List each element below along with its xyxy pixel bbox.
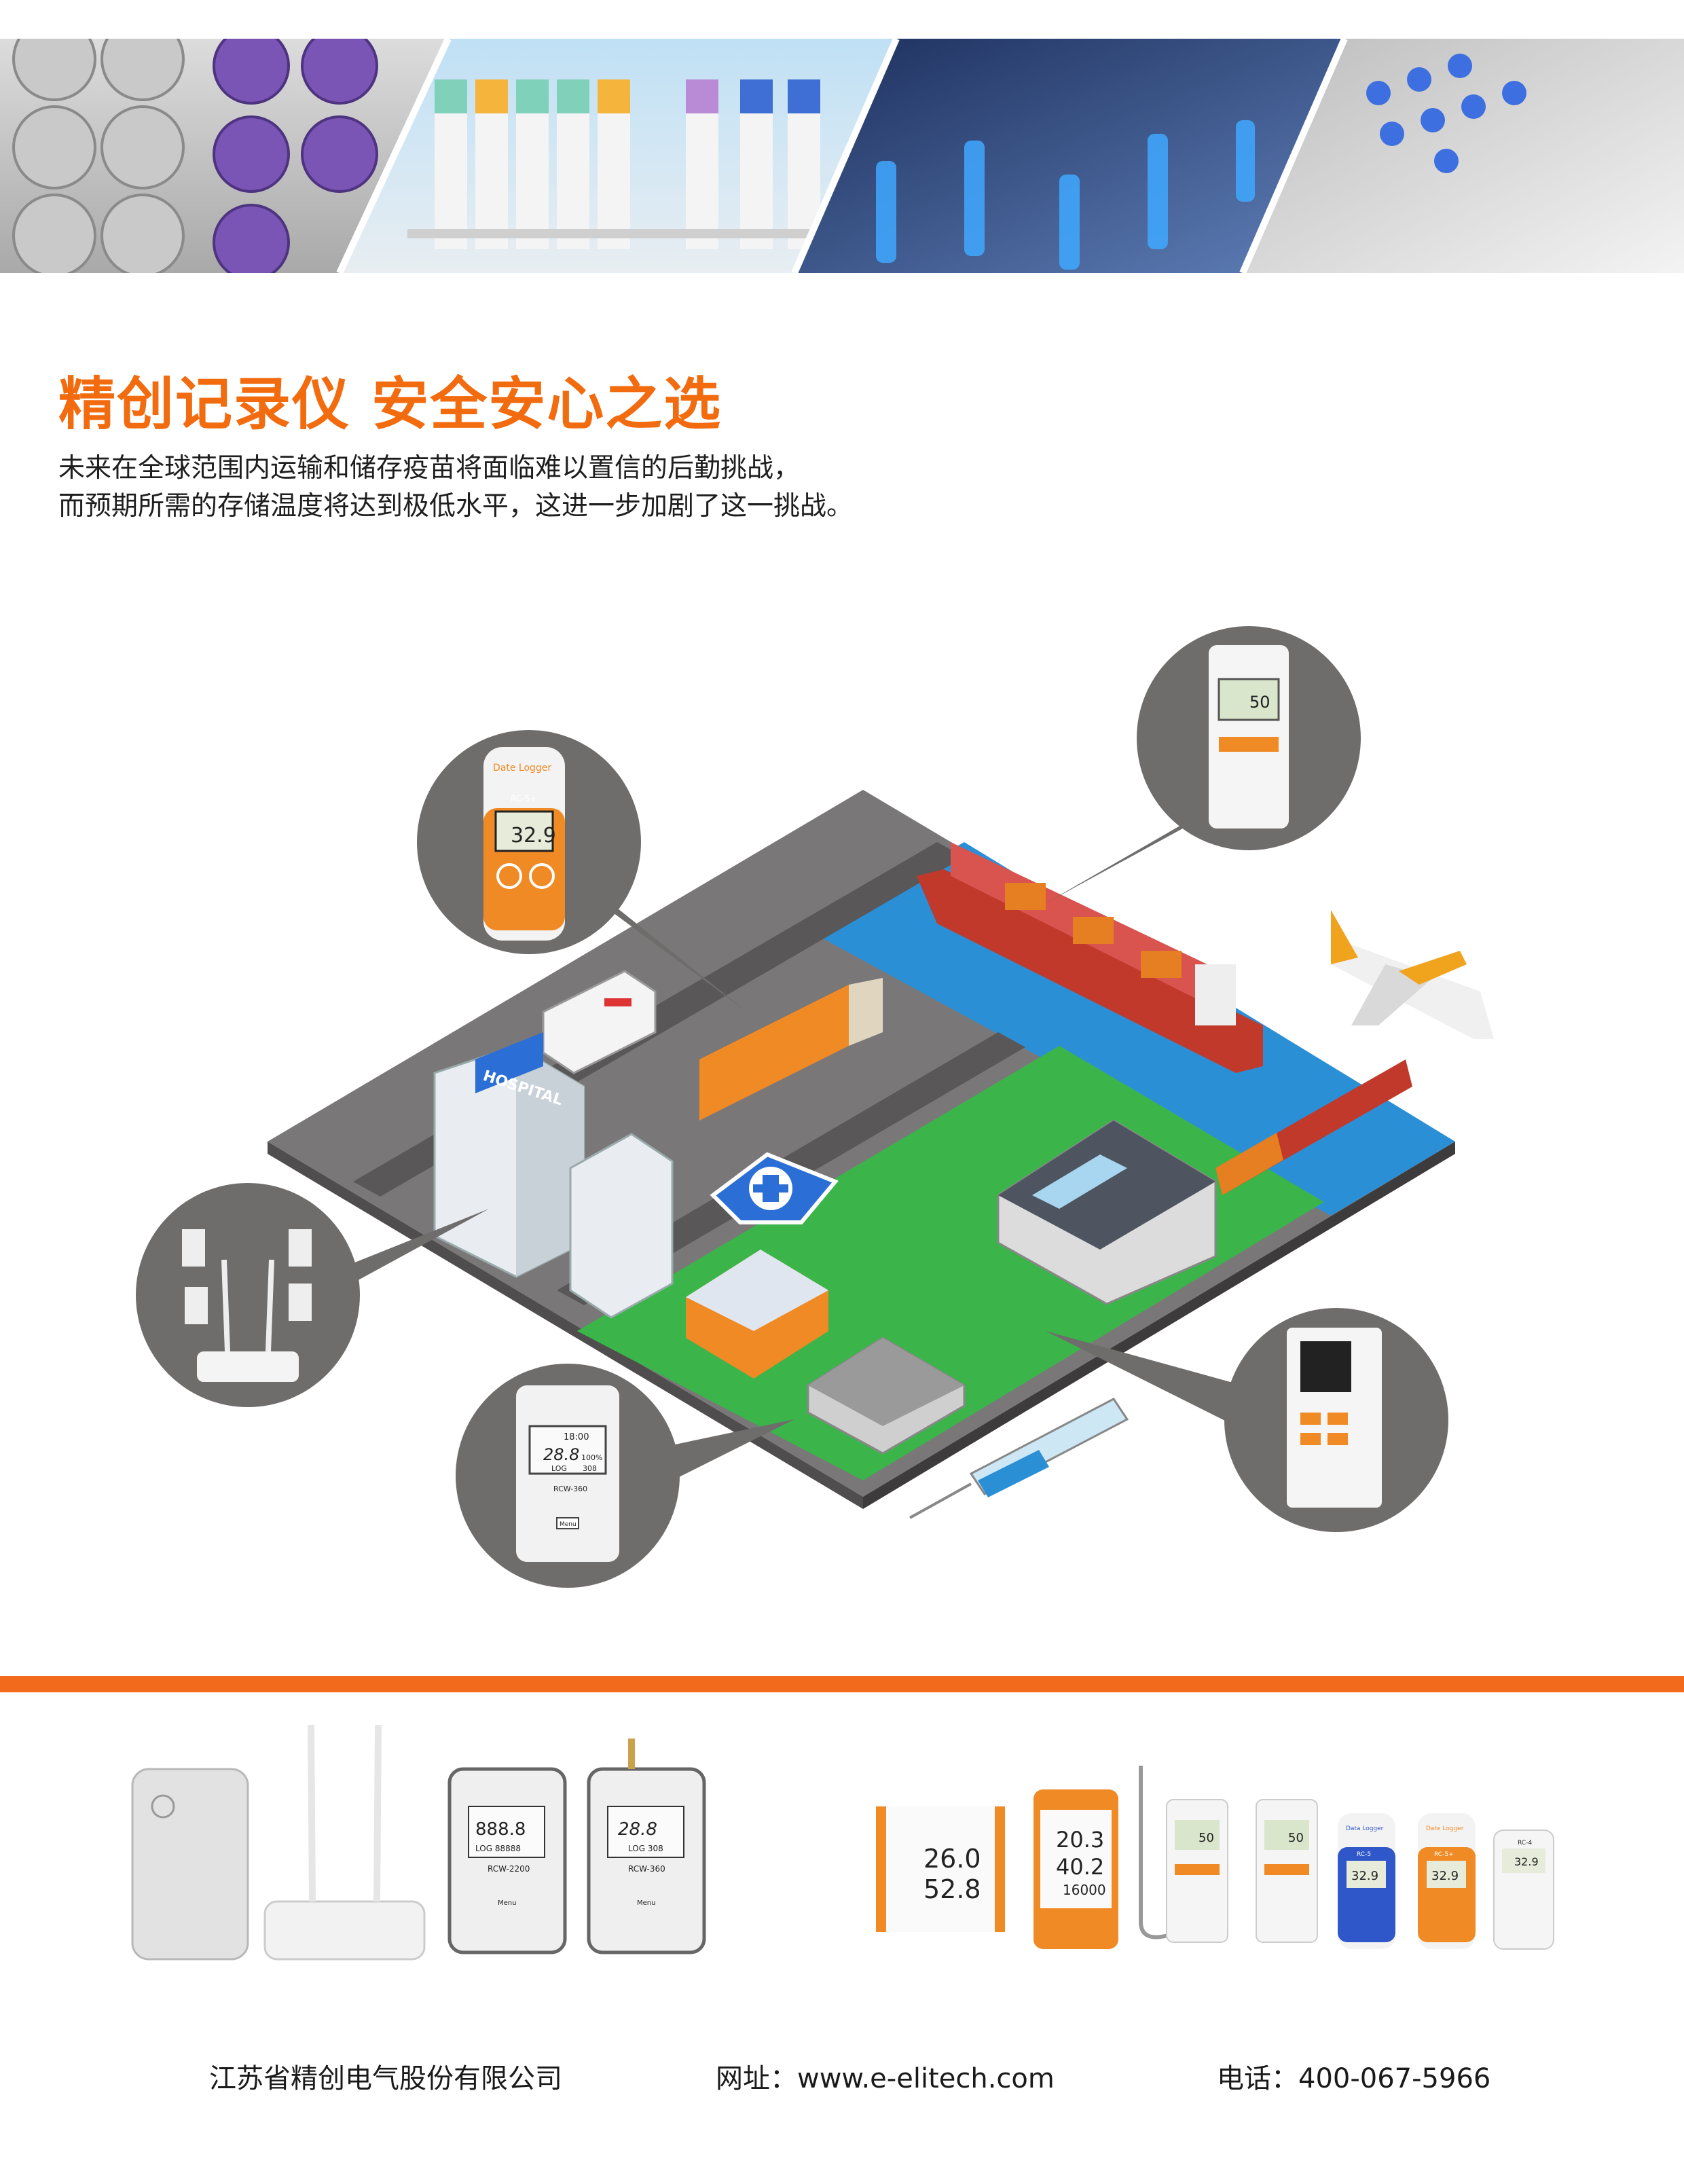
hero-photo-banner [0,39,1684,273]
product-big-display: 26.0 52.8 [876,1806,1005,1932]
syringe [909,1398,1129,1519]
svg-text:LOG: LOG [551,1464,567,1473]
svg-text:LOG 308: LOG 308 [628,1844,663,1853]
product-lineup: 888.8 LOG 88888 RCW-2200 Menu 28.8 LOG 3… [0,1698,1684,2010]
lcd-reading: 32.9 [511,824,556,848]
warehouse [997,1119,1217,1305]
product-rc5: Data Logger RC-5 32.9 [1338,1813,1395,1949]
svg-text:LOG 88888: LOG 88888 [475,1844,521,1853]
medical-shield-icon [710,1152,839,1224]
svg-text:20.3: 20.3 [1056,1827,1104,1853]
product-rc4: RC-4 32.9 [1493,1830,1554,1950]
truck [699,978,883,1121]
svg-text:RC-5+: RC-5+ [511,794,536,803]
svg-text:28.8: 28.8 [543,1445,579,1464]
intro-paragraph: 未来在全球范围内运输和储存疫苗将面临难以置信的后勤挑战， 而预期所需的存储温度将… [58,450,853,526]
svg-text:32.9: 32.9 [1351,1869,1378,1883]
product-rc5plus: Date Logger RC-5+ 32.9 [1418,1813,1476,1949]
cargo-ship [917,842,1263,1073]
svg-text:Menu: Menu [560,1521,576,1528]
svg-text:Date Logger: Date Logger [493,763,551,774]
svg-text:50: 50 [1198,1831,1214,1845]
svg-text:RC-5+: RC-5+ [1434,1851,1454,1858]
svg-text:32.9: 32.9 [1431,1869,1459,1883]
product-orange-display: 20.3 40.2 16000 [1033,1789,1118,1949]
product-probe-logger: 50 [1139,1766,1228,1943]
phone-number: 电话：400-067-5966 [1217,2063,1491,2094]
svg-text:Date Logger: Date Logger [1426,1825,1464,1832]
svg-text:Menu: Menu [498,1899,516,1907]
cold-chain-illustration: HOSPITAL Date Logger RC-5+ [0,598,1684,1589]
website-link[interactable]: 网址：www.e-elitech.com [716,2063,1055,2094]
product-rcw360: 28.8 LOG 308 RCW-360 Menu [587,1739,706,1954]
svg-text:28.8: 28.8 [618,1819,657,1840]
intro-line-1: 未来在全球范围内运输和储存疫苗将面临难以置信的后勤挑战， [58,453,801,484]
svg-text:RCW-2200: RCW-2200 [488,1864,530,1874]
svg-text:RC-5: RC-5 [1357,1851,1371,1858]
svg-text:18:00: 18:00 [564,1432,589,1442]
callout-date-logger: Date Logger RC-5+ 32.9 [417,730,641,954]
company-name: 江苏省精创电气股份有限公司 [209,2063,562,2094]
cryo-box-photo [1243,39,1684,273]
blood-tubes-photo [340,39,896,273]
svg-text:50: 50 [1249,693,1270,712]
lab-tubes-photo [794,39,1344,273]
orange-divider [0,1676,1684,1692]
page-title: 精创记录仪 安全安心之选 [58,371,722,437]
callout-gateway-sensors [136,1183,360,1407]
svg-text:100%: 100% [581,1453,602,1462]
hospital-building: HOSPITAL [433,1032,674,1319]
svg-text:Data Logger: Data Logger [1346,1825,1384,1832]
svg-text:16000: 16000 [1063,1882,1106,1898]
svg-text:308: 308 [583,1464,597,1473]
airplane [1331,910,1494,1039]
product-tlog: 50 [1256,1799,1318,1943]
svg-text:888.8: 888.8 [475,1819,526,1840]
svg-text:50: 50 [1288,1831,1304,1845]
svg-text:52.8: 52.8 [923,1874,981,1904]
svg-text:40.2: 40.2 [1056,1854,1104,1880]
product-gateway [263,1724,426,1961]
train [1215,1059,1412,1195]
svg-text:Menu: Menu [637,1899,655,1907]
svg-text:RC-4: RC-4 [1518,1840,1532,1846]
pharmacy-building [686,1250,828,1379]
callout-ship-logger: 50 [1137,626,1361,850]
intro-line-2: 而预期所需的存储温度将达到极低水平，这进一步加剧了这一挑战。 [58,491,854,522]
svg-text:RCW-360: RCW-360 [553,1485,587,1493]
svg-text:32.9: 32.9 [1514,1855,1539,1868]
product-rcw2200: 888.8 LOG 88888 RCW-2200 Menu [447,1767,567,1954]
svg-text:26.0: 26.0 [923,1844,981,1874]
factory-building [807,1336,966,1455]
vials-photo [0,39,448,273]
svg-text:RCW-360: RCW-360 [628,1864,665,1874]
callout-wall-display [1224,1308,1448,1532]
product-wall-sensor [131,1768,249,1961]
callout-rcw360: 18:00 28.8 100% LOG 308 RCW-360 Menu [456,1364,680,1588]
